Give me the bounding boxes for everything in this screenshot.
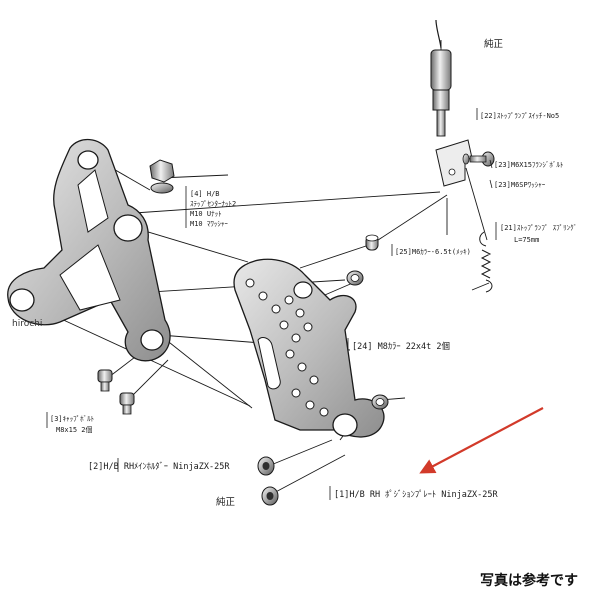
label-spring-line2: L=75mm — [514, 236, 539, 244]
label-stock-top: 純正 — [484, 38, 504, 50]
stock-bolt-2 — [261, 486, 279, 506]
label-sp-washer: [23]M6SPﾜｯｼｬｰ — [494, 181, 546, 189]
label-nut-washer-line4: M10 ﾏﾜｯｼｬｰ — [190, 220, 228, 228]
stop-lamp-spring — [479, 231, 493, 293]
position-plate — [233, 258, 385, 438]
position-plate-holes — [245, 278, 329, 417]
label-nut-washer-line1: [4] H/B — [190, 190, 220, 198]
callout-brackets — [46, 108, 497, 500]
label-nut-washer-line2: ｽﾃｯﾌﾟｾﾝﾀｰﾅｯﾄ2 — [190, 200, 236, 208]
flange-bolt — [469, 151, 495, 167]
main-holder — [7, 138, 171, 362]
label-nut-washer-line3: M10 Uﾅｯﾄ — [190, 210, 222, 218]
reference-photo-note: 写真は参考です — [480, 573, 578, 589]
main-holder-bolt-hole — [140, 329, 164, 351]
red-arrow — [419, 407, 544, 474]
label-main-holder: [2]H/B RHﾒｲﾝﾎﾙﾀﾞｰ NinjaZX-25R — [88, 462, 230, 472]
label-stop-lamp-switch: [22]ｽﾄｯﾌﾟﾗﾝﾌﾟｽｲｯﾁ-No5 — [480, 112, 559, 120]
label-m8-collar: [24] M8ｶﾗｰ 22x4t 2個 — [352, 341, 450, 352]
label-small-collar: [25]M6ｶﾗｰ-6.5t(ﾒｯｷ) — [395, 248, 471, 256]
main-holder-top-hole — [77, 150, 99, 170]
main-holder-peg-hole — [9, 288, 35, 312]
label-position-plate: [1]H/B RH ﾎﾟｼﾞｼｮﾝﾌﾟﾚｰﾄ NinjaZX-25R — [334, 490, 498, 500]
cap-bolt-1 — [97, 369, 113, 392]
small-collar — [365, 234, 379, 251]
stop-lamp-switch — [430, 19, 452, 137]
stock-bolt-1 — [257, 456, 275, 476]
watermark: hirochi — [12, 319, 42, 329]
label-cap-bolt-line2: M8x15 2個 — [56, 425, 93, 434]
nut-and-washer — [149, 159, 175, 194]
label-cap-bolt-line1: [3]ｷｬｯﾌﾟﾎﾞﾙﾄ — [50, 415, 94, 423]
label-spring-line1: [21]ｽﾄｯﾌﾟﾗﾝﾌﾟ ｽﾌﾟﾘﾝｸﾞ — [500, 224, 577, 232]
cap-bolt-2 — [119, 392, 135, 415]
label-stock-bottom: 純正 — [216, 496, 236, 508]
sp-washer — [462, 153, 470, 165]
m8-collar-1 — [346, 270, 364, 286]
label-flange-bolt: [23]M6X15ﾌﾗﾝｼﾞﾎﾞﾙﾄ — [494, 161, 563, 169]
main-holder-pivot-hole — [113, 214, 143, 242]
m8-collar-2 — [371, 394, 389, 410]
